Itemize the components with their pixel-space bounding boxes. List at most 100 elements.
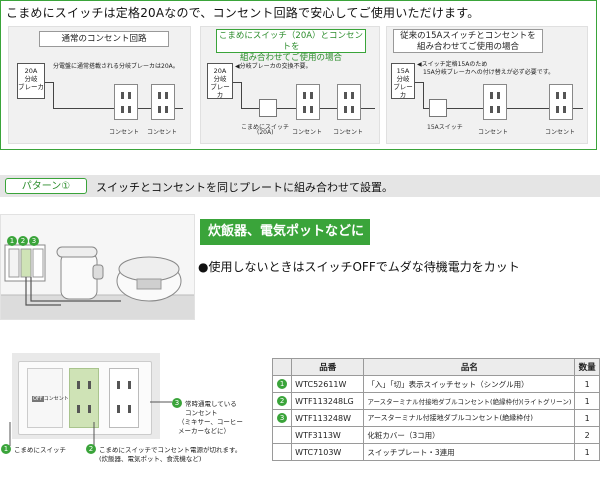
outlet-label: コンセント xyxy=(478,129,509,136)
product-name: アースターミナル付接地ダブルコンセント(絶縁枠付)(ライトグリーン) xyxy=(363,392,576,410)
outlet-label: コンセント xyxy=(147,129,178,136)
pattern-text: スイッチとコンセントを同じプレートに組み合わせて設置。 xyxy=(96,181,393,194)
product-code: WTF113248W xyxy=(291,409,365,427)
number-badge: 1 xyxy=(7,236,17,246)
wire xyxy=(423,82,424,108)
quantity: 1 xyxy=(574,409,600,427)
table-header-row: 品番 品名 数量 xyxy=(271,358,600,376)
panel-title-line: 組み合わせてご使用の場合 xyxy=(416,42,519,52)
panel-title-line: 組み合わせてご使用の場合 xyxy=(239,53,342,63)
pattern-band xyxy=(0,175,600,197)
outlet xyxy=(296,84,320,120)
off-mark: OFF xyxy=(32,396,44,402)
breaker-rating: 15A xyxy=(396,67,410,75)
wire xyxy=(415,82,423,83)
komame-switch-module: OFFコンセント xyxy=(27,368,69,428)
label-always-on-outlet: メーカーなどに） xyxy=(178,427,230,435)
switch-label: 15Aスイッチ xyxy=(427,124,463,131)
outlet xyxy=(114,84,138,120)
panel-note: ◀分岐ブレーカの交換不要。 xyxy=(235,63,312,70)
outlet xyxy=(151,84,175,120)
panel-title: 従来の15Aスイッチとコンセントを 組み合わせてご使用の場合 xyxy=(393,29,543,53)
label-always-on-outlet: 常時通電している xyxy=(185,400,237,408)
label-always-on-outlet: （ミキサー、コーヒー xyxy=(178,418,243,426)
table-row: WTF3113W 化粧カバー（3コ用） 2 xyxy=(271,426,600,444)
parts-table: 品番 品名 数量 1 WTC52611W 「入」「切」表示スイッチセット（シング… xyxy=(271,358,600,461)
wire xyxy=(45,82,53,83)
panel-note: 分電盤に通常搭載される分岐ブレーカは20A。 xyxy=(53,63,179,70)
panel-15a-switch: 従来の15Aスイッチとコンセントを 組み合わせてご使用の場合 15A 分岐 ブレ… xyxy=(386,26,588,144)
quantity: 1 xyxy=(574,443,600,461)
breaker-label: 分岐 xyxy=(213,75,227,83)
panel-komame-switch: こまめにスイッチ（20A）とコンセントを 組み合わせてご使用の場合 20A 分岐… xyxy=(200,26,380,144)
callout-lines xyxy=(9,401,172,446)
panel-note: 15A分岐ブレーカへの付け替えが必ず必要です。 xyxy=(423,69,555,76)
breaker-label: ブレーカ xyxy=(18,83,44,91)
product-name: アースターミナル付接地ダブルコンセント(絶縁枠付) xyxy=(363,409,576,427)
breaker-rating: 20A xyxy=(24,67,38,75)
label-always-on-outlet: コンセント xyxy=(185,409,218,417)
column-header xyxy=(271,358,293,376)
column-header: 品名 xyxy=(363,358,576,376)
outlet-label: コンセント xyxy=(292,129,323,136)
product-name: 「入」「切」表示スイッチセット（シングル用） xyxy=(363,375,576,393)
outlet xyxy=(549,84,573,120)
product-name: 化粧カバー（3コ用） xyxy=(363,426,576,444)
switch-label: (20A) xyxy=(257,129,274,136)
appliance-tag: 炊飯器、電気ポットなどに xyxy=(200,219,370,245)
product-code: WTF113248LG xyxy=(291,392,365,410)
product-name: スイッチプレート・3連用 xyxy=(363,443,576,461)
number-badge: 2 xyxy=(277,396,288,406)
number-badge: 1 xyxy=(1,444,11,454)
table-row: WTC7103W スイッチプレート・3連用 1 xyxy=(271,443,600,461)
number-badge: 2 xyxy=(18,236,28,246)
label-switched-outlet: こまめにスイッチでコンセント電源が切れます。 xyxy=(99,446,242,454)
switch-label: OFFコンセント xyxy=(32,395,69,402)
headline: こまめにスイッチは定格20Aなので、コンセント回路で安心してご使用いただけます。 xyxy=(6,6,480,20)
table-row: 2 WTF113248LG アースターミナル付接地ダブルコンセント(絶縁枠付)(… xyxy=(271,392,600,410)
switch-box xyxy=(259,99,277,117)
scene-drawing xyxy=(1,244,194,319)
empty-cell xyxy=(271,426,293,444)
kitchen-scene-illustration: 1 2 3 xyxy=(0,214,195,320)
breaker-box: 20A 分岐 ブレーカ xyxy=(17,63,45,99)
table-row: 3 WTF113248W アースターミナル付接地ダブルコンセント(絶縁枠付) 1 xyxy=(271,409,600,427)
quantity: 1 xyxy=(574,375,600,393)
panel-note: ◀スイッチ定格15Aのため xyxy=(417,61,488,68)
column-header: 数量 xyxy=(574,358,600,376)
appliance-description: ●使用しないときはスイッチOFFでムダな待機電力をカット xyxy=(198,260,520,274)
empty-cell xyxy=(271,443,293,461)
panel-normal-circuit: 通常のコンセント回路 20A 分岐 ブレーカ 分電盤に通常搭載される分岐ブレーカ… xyxy=(8,26,191,144)
panel-title: こまめにスイッチ（20A）とコンセントを 組み合わせてご使用の場合 xyxy=(216,29,366,63)
column-header: 品番 xyxy=(291,358,365,376)
green-outlet-module xyxy=(69,368,99,428)
breaker-box: 20A 分岐 ブレーカ xyxy=(207,63,233,99)
outlet xyxy=(483,84,507,120)
number-badge: 3 xyxy=(277,413,288,423)
breaker-label: 分岐 xyxy=(24,75,38,83)
switch-text: コンセント xyxy=(43,396,69,402)
product-code: WTF3113W xyxy=(291,426,365,444)
table-row: 1 WTC52611W 「入」「切」表示スイッチセット（シングル用） 1 xyxy=(271,375,600,393)
number-badge: 2 xyxy=(86,444,96,454)
switch-plate: OFFコンセント xyxy=(18,361,152,435)
outlet-label: コンセント xyxy=(545,129,576,136)
quantity: 1 xyxy=(574,392,600,410)
number-badge: 3 xyxy=(172,398,182,408)
breaker-rating: 20A xyxy=(213,67,227,75)
number-badge: 3 xyxy=(29,236,39,246)
wire xyxy=(53,82,54,108)
white-outlet-module xyxy=(109,368,139,428)
wire xyxy=(233,82,241,83)
product-code: WTC52611W xyxy=(291,375,365,393)
panel-title: 通常のコンセント回路 xyxy=(39,31,169,47)
label-komame-switch: こまめにスイッチ xyxy=(14,446,66,454)
pattern-badge: パターン① xyxy=(5,178,87,194)
wire xyxy=(241,82,242,108)
product-code: WTC7103W xyxy=(291,443,365,461)
number-badge: 1 xyxy=(277,379,288,389)
label-switched-outlet: (炊飯器、電気ポット、食洗機など) xyxy=(99,455,202,463)
breaker-label: ブレーカ xyxy=(393,83,413,99)
switch-box xyxy=(429,99,447,117)
outlet-label: コンセント xyxy=(109,129,140,136)
